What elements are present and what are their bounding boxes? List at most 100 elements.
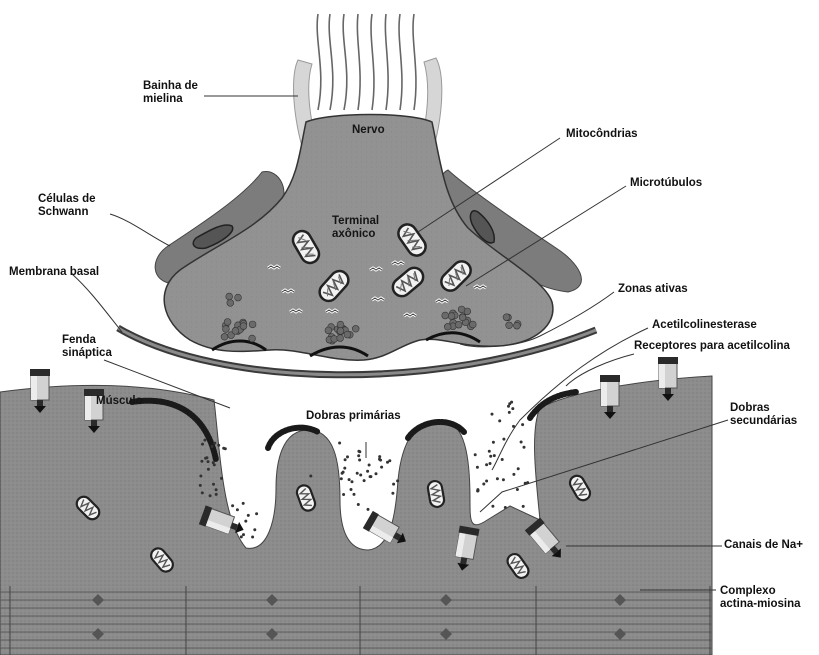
acetylcholine-dot (512, 473, 515, 476)
acetylcholine-dot (348, 478, 351, 481)
vesicle (458, 306, 465, 313)
acetylcholine-dot (201, 491, 204, 494)
vesicle (249, 321, 256, 328)
acetylcholine-dot (378, 455, 381, 458)
vesicle (506, 322, 513, 329)
acetylcholine-dot (215, 493, 218, 496)
acetylcholine-dot (211, 445, 214, 448)
label-actin-myosin: Complexo actina-miosina (720, 585, 801, 611)
acetylcholine-dot (343, 467, 346, 470)
vesicle (240, 323, 247, 330)
acetylcholine-dot (356, 472, 359, 475)
acetylcholine-dot (357, 454, 360, 457)
acetylcholine-dot (502, 478, 505, 481)
vesicle (444, 323, 451, 330)
acetylcholine-dot (489, 455, 492, 458)
acetylcholine-dot (220, 477, 223, 480)
acetylcholine-dot (368, 464, 371, 467)
vesicle (227, 300, 234, 307)
vesicle (223, 326, 230, 333)
acetylcholine-dot (501, 458, 504, 461)
acetylcholine-dot (353, 493, 356, 496)
acetylcholine-dot (363, 479, 366, 482)
acetylcholine-dot (367, 508, 370, 511)
acetylcholine-dot (253, 528, 256, 531)
acetylcholine-dot (215, 488, 218, 491)
vesicle (331, 336, 338, 343)
label-secondary-folds: Dobras secundárias (730, 402, 797, 428)
label-nerve: Nervo (352, 124, 385, 137)
acetylcholine-dot (492, 441, 495, 444)
acetylcholine-dot (523, 446, 526, 449)
acetylcholine-dot (240, 535, 243, 538)
label-ach-receptors: Receptores para acetilcolina (634, 340, 790, 353)
acetylcholine-dot (212, 461, 215, 464)
acetylcholine-dot (338, 442, 341, 445)
vesicle (352, 325, 359, 332)
acetylcholine-dot (236, 508, 239, 511)
acetylcholine-dot (496, 477, 499, 480)
acetylcholine-dot (508, 402, 511, 405)
acetylcholine-dot (498, 419, 501, 422)
acetylcholine-dot (199, 475, 202, 478)
acetylcholine-dot (212, 483, 215, 486)
acetylcholine-dot (242, 502, 245, 505)
vesicle (448, 313, 455, 320)
vesicle (459, 314, 466, 321)
acetylcholine-dot (213, 442, 216, 445)
acetylcholine-dot (388, 459, 391, 462)
label-schwann-cells: Células de Schwann (38, 193, 96, 219)
label-basal-membrane: Membrana basal (9, 266, 99, 279)
acetylcholine-dot (485, 463, 488, 466)
vesicle (249, 335, 256, 342)
acetylcholine-dot (366, 470, 369, 473)
vesicle (503, 314, 510, 321)
acetylcholine-dot (344, 458, 347, 461)
acetylcholine-dot (199, 484, 202, 487)
acetylcholine-dot (522, 505, 525, 508)
acetylcholine-dot (242, 533, 245, 536)
vesicle (226, 293, 233, 300)
vesicle (337, 328, 344, 335)
label-na-channels: Canais de Na+ (724, 539, 803, 552)
label-muscle: Músculo (96, 395, 143, 408)
acetylcholine-dot (247, 514, 250, 517)
vesicle (232, 328, 239, 335)
vesicle (455, 321, 462, 328)
acetylcholine-dot (517, 467, 520, 470)
label-microtubules: Microtúbulos (630, 177, 702, 190)
acetylcholine-dot (521, 423, 524, 426)
acetylcholine-dot (358, 450, 361, 453)
acetylcholine-dot (342, 493, 345, 496)
acetylcholine-dot (255, 512, 258, 515)
acetylcholine-dot (201, 443, 204, 446)
acetylcholine-dot (251, 536, 254, 539)
label-synaptic-cleft: Fenda sináptica (62, 334, 112, 360)
acetylcholine-dot (476, 466, 479, 469)
acetylcholine-dot (358, 459, 361, 462)
acetylcholine-dot (351, 480, 354, 483)
label-acetylcholinesterase: Acetilcolinesterase (652, 319, 757, 332)
acetylcholine-dot (476, 488, 479, 491)
acetylcholine-dot (482, 483, 485, 486)
acetylcholine-dot (493, 454, 496, 457)
acetylcholine-dot (520, 441, 523, 444)
vesicle (337, 335, 344, 342)
acetylcholine-dot (504, 506, 507, 509)
acetylcholine-dot (508, 411, 511, 414)
vesicle (235, 294, 242, 301)
acetylcholine-dot (341, 472, 344, 475)
acetylcholine-dot (516, 488, 519, 491)
acetylcholine-dot (231, 504, 234, 507)
acetylcholine-dot (511, 407, 514, 410)
vesicle (337, 321, 344, 328)
acetylcholine-dot (488, 450, 491, 453)
acetylcholine-dot (379, 459, 382, 462)
vesicle (514, 322, 521, 329)
acetylcholine-dot (491, 413, 494, 416)
acetylcholine-dot (340, 477, 343, 480)
acetylcholine-dot (375, 472, 378, 475)
acetylcholine-dot (485, 480, 488, 483)
vesicle (344, 331, 351, 338)
acetylcholine-dot (502, 438, 505, 441)
